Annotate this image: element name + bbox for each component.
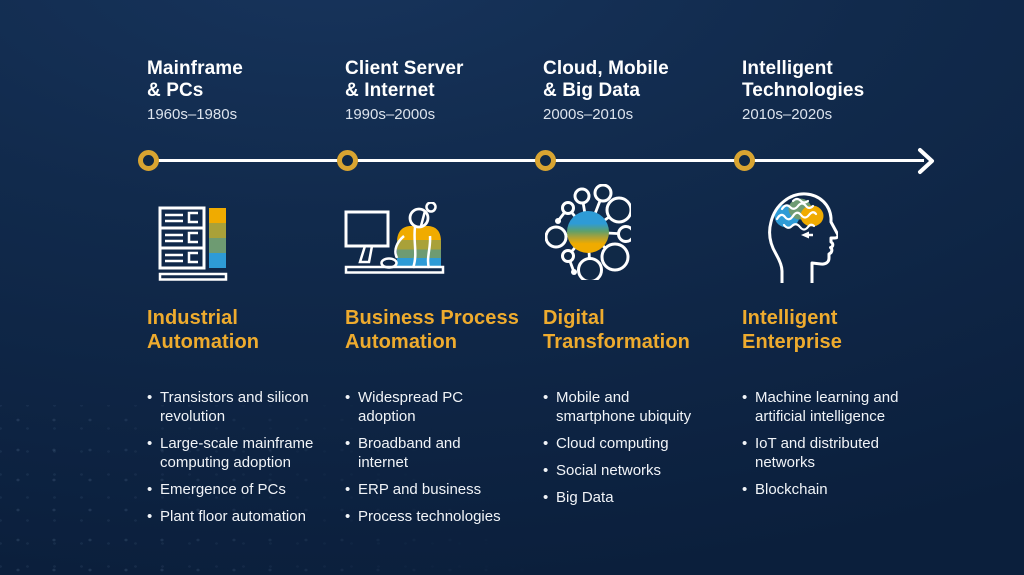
era-years: 1960s–1980s: [147, 106, 238, 123]
timeline-arrow-icon: [916, 147, 942, 180]
era-years: 2000s–2010s: [543, 106, 634, 123]
timeline-dot-4: [734, 150, 755, 171]
bullet-item: Blockchain: [742, 480, 920, 499]
era-years: 2010s–2020s: [742, 106, 833, 123]
bullet-list: Machine learning and artificial intellig…: [742, 388, 920, 507]
bullet-item: Big Data: [543, 488, 706, 507]
timeline-dot-2: [337, 150, 358, 171]
bullet-item: Cloud computing: [543, 434, 706, 453]
bullet-item: Large-scale mainframe computing adoption: [147, 434, 316, 472]
era-years: 1990s–2000s: [345, 106, 436, 123]
era-title: Intelligent Technologies: [742, 58, 865, 101]
era-title: Client Server & Internet: [345, 58, 464, 101]
timeline-dot-3: [535, 150, 556, 171]
bullet-item: Machine learning and artificial intellig…: [742, 388, 920, 426]
era-title: Cloud, Mobile & Big Data: [543, 58, 669, 101]
bullet-list: Transistors and silicon revolution Large…: [147, 388, 316, 534]
column-mainframe-pcs: Mainframe & PCs 1960s–1980s: [147, 0, 343, 575]
bullet-item: Mobile and smartphone ubiquity: [543, 388, 706, 426]
era-title: Mainframe & PCs: [147, 58, 243, 101]
phase-title: Industrial Automation: [147, 307, 260, 353]
mainframe-icon: [158, 206, 232, 287]
bullet-item: Process technologies: [345, 507, 512, 526]
phase-title: Intelligent Enterprise: [742, 307, 842, 353]
bullet-item: Emergence of PCs: [147, 480, 316, 499]
phase-title: Business Process Automation: [345, 307, 519, 353]
bullet-item: Plant floor automation: [147, 507, 316, 526]
bullet-item: IoT and distributed networks: [742, 434, 920, 472]
bullet-list: Mobile and smartphone ubiquity Cloud com…: [543, 388, 706, 515]
column-cloud-mobile: Cloud, Mobile & Big Data 2000s–2010s: [543, 0, 739, 575]
bullet-list: Widespread PC adoption Broadband and int…: [345, 388, 512, 534]
bullet-item: ERP and business: [345, 480, 512, 499]
desktop-user-icon: [344, 201, 446, 281]
bullet-item: Broadband and internet: [345, 434, 512, 472]
column-intelligent-tech: Intelligent Technologies 2010s–2020s Int…: [742, 0, 938, 575]
column-client-server: Client Server & Internet 1990s–2000s Bus…: [344, 0, 541, 575]
brain-head-icon: [760, 183, 840, 288]
bullet-item: Social networks: [543, 461, 706, 480]
phase-title: Digital Transformation: [543, 307, 690, 353]
bullet-item: Transistors and silicon revolution: [147, 388, 316, 426]
network-icon: [544, 183, 635, 285]
bullet-item: Widespread PC adoption: [345, 388, 512, 426]
timeline-dot-1: [138, 150, 159, 171]
